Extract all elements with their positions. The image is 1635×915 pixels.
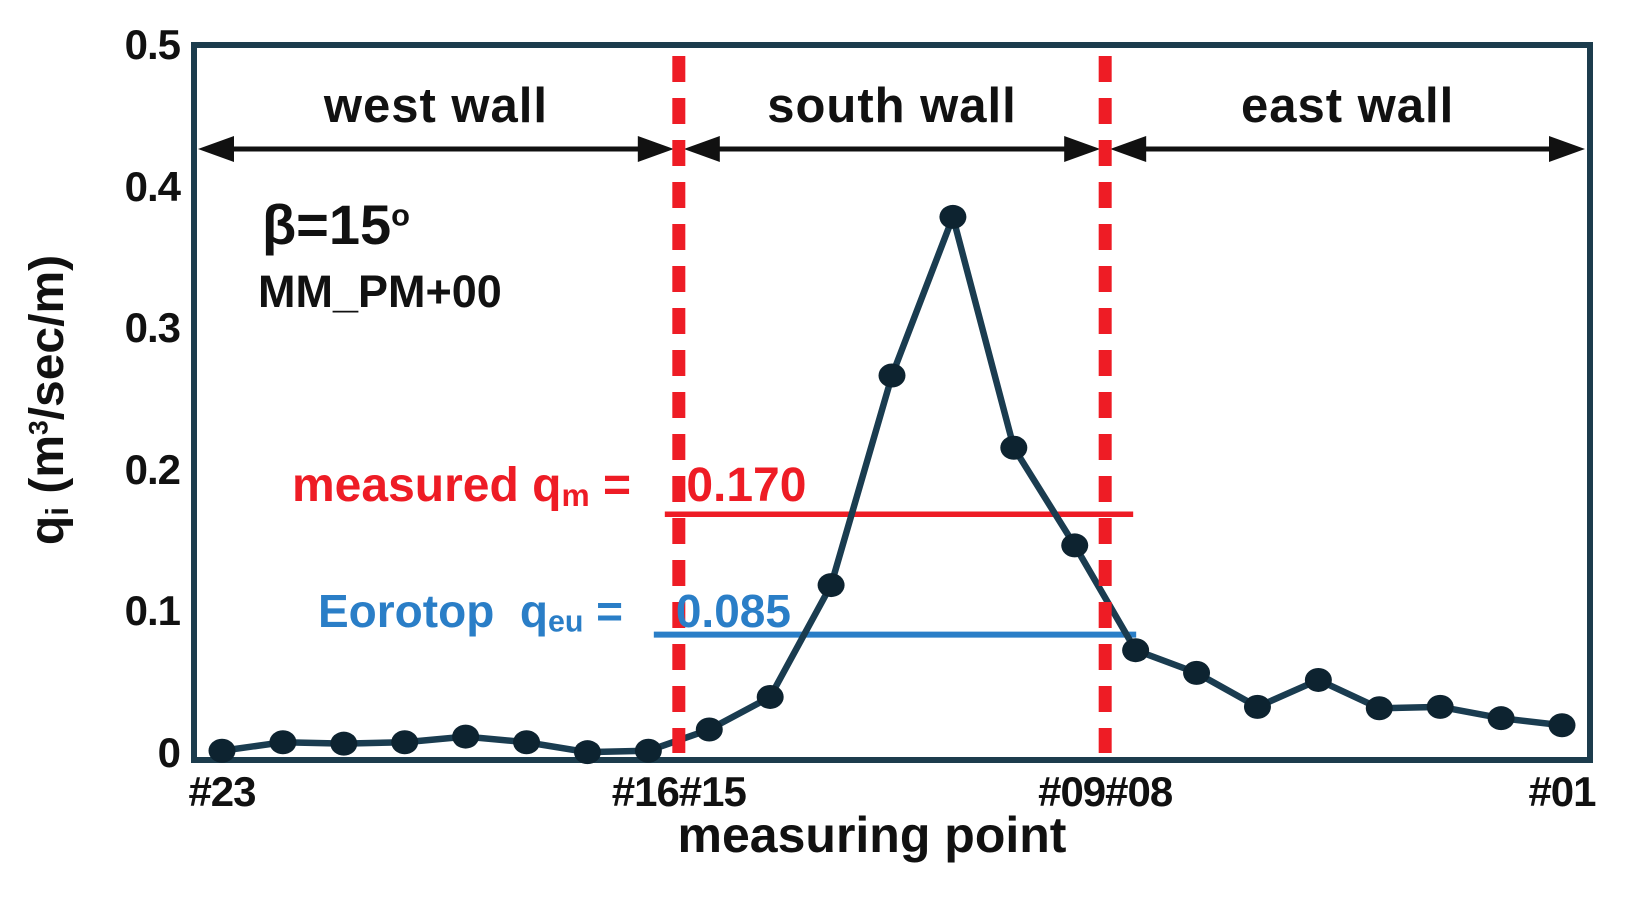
plot-border [191, 42, 1593, 763]
wall-region-label: west wall [323, 79, 548, 133]
y-tick-label: 0.4 [124, 162, 181, 210]
data-point-marker [1122, 638, 1150, 663]
y-tick-label: 0 [157, 729, 181, 776]
x-tick-label: #09#08 [1038, 768, 1173, 815]
data-point-marker [695, 717, 723, 742]
arrow-head-left-icon [683, 136, 720, 162]
measured-qm-label: measured qm = 0.170 [292, 459, 807, 513]
wall-region-label: south wall [767, 79, 1017, 133]
data-point-marker [634, 738, 662, 763]
eorotop-qeu-label: Eorotop qeu = 0.085 [318, 585, 791, 639]
data-point-marker [330, 731, 358, 756]
eorotop-qeu-value: 0.085 [675, 585, 791, 637]
y-tick-label: 0.3 [124, 304, 181, 352]
data-point-marker [573, 740, 601, 765]
measured-qm-value: 0.170 [686, 459, 807, 512]
x-axis-title: measuring point [677, 807, 1067, 863]
data-point-marker [1061, 533, 1089, 558]
data-point-marker [1548, 713, 1576, 738]
arrow-head-right-icon [1064, 136, 1101, 162]
data-point-marker [939, 204, 967, 229]
data-point-marker [1183, 660, 1211, 685]
y-tick-label: 0.1 [124, 587, 181, 635]
data-point-marker [756, 684, 784, 709]
data-point-marker [1426, 694, 1454, 719]
data-point-marker [391, 730, 419, 755]
arrow-head-left-icon [1110, 136, 1147, 162]
arrow-head-left-icon [198, 136, 234, 162]
y-tick-label: 0.5 [124, 21, 181, 68]
data-point-marker [1487, 706, 1515, 731]
data-point-marker [1304, 667, 1332, 692]
model-case-annotation: MM_PM+00 [258, 266, 502, 317]
data-point-marker [1243, 694, 1271, 719]
y-axis-title: qi (m3/sec/m) [21, 254, 75, 546]
data-point-marker [269, 730, 297, 755]
wall-region-label: east wall [1240, 79, 1455, 133]
arrow-head-right-icon [1549, 136, 1585, 162]
x-tick-label: #16#15 [611, 768, 747, 815]
data-point-marker [452, 724, 480, 749]
beta-angle-annotation: β=15o [262, 193, 410, 256]
data-point-marker [878, 363, 906, 388]
data-point-marker [1000, 435, 1028, 460]
data-point-marker [513, 730, 541, 755]
data-point-marker [208, 738, 236, 763]
y-tick-label: 0.2 [124, 445, 181, 493]
x-tick-label: #01 [1528, 768, 1596, 815]
x-tick-label: #23 [188, 768, 256, 815]
data-point-marker [1365, 696, 1393, 721]
arrow-head-right-icon [637, 136, 674, 162]
data-point-marker [817, 573, 845, 598]
